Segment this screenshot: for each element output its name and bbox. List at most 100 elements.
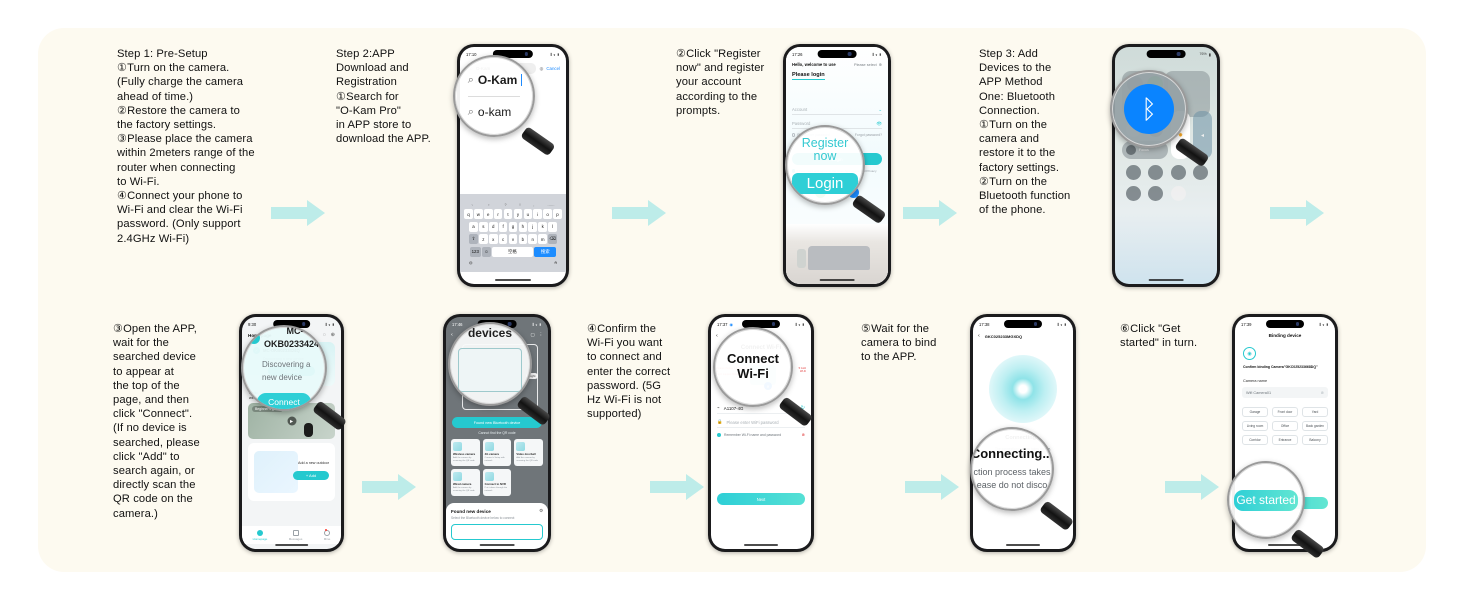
appstore-suggestion-row[interactable]: ⌕ o-kam bbox=[468, 79, 488, 85]
key-j[interactable]: j bbox=[528, 221, 538, 232]
category-card[interactable]: 4G camera Camera's Setup with network bbox=[482, 439, 512, 466]
wifi-icon[interactable] bbox=[1127, 96, 1143, 112]
login-register-link[interactable]: Register now bbox=[824, 143, 850, 148]
add-icon[interactable]: ⊕ bbox=[330, 332, 335, 338]
keyboard-row-4[interactable]: 123 ☺ 空格 搜索 bbox=[462, 246, 564, 257]
wifi-password-placeholder[interactable]: Please enter WiFi password bbox=[726, 419, 779, 425]
remember-checkbox[interactable] bbox=[717, 432, 721, 437]
key-o[interactable]: o bbox=[543, 209, 552, 219]
home-tab-label[interactable]: Homepage bbox=[248, 332, 272, 338]
eye-icon[interactable]: 👁 bbox=[876, 120, 882, 126]
nav-label-homepage[interactable]: Homepage bbox=[252, 536, 268, 541]
cellular-icon[interactable] bbox=[1147, 76, 1163, 92]
key-r[interactable]: r bbox=[493, 209, 503, 219]
add-outdoor-card[interactable]: Add a new outdoor + Add bbox=[248, 443, 335, 501]
play-icon[interactable]: ▶ bbox=[287, 416, 296, 426]
control-center-grid[interactable]: Focus ✸ ◂ bbox=[1115, 47, 1217, 284]
screen-mirror-icon[interactable] bbox=[1126, 186, 1141, 201]
home-icon[interactable] bbox=[257, 529, 264, 536]
help-icon[interactable]: ◌ bbox=[322, 332, 326, 338]
discovery-card[interactable]: ✓ MC-OKB0233424Q Discovering a new devic… bbox=[248, 342, 335, 386]
key-p[interactable]: p bbox=[553, 209, 562, 219]
room-tag[interactable]: Yard bbox=[1302, 407, 1328, 417]
login-account-field[interactable]: Account ⌄ bbox=[792, 105, 882, 115]
globe-icon[interactable]: ◍ bbox=[469, 259, 473, 265]
search-key[interactable]: 搜索 bbox=[534, 246, 557, 257]
hearing-icon[interactable] bbox=[1148, 186, 1163, 201]
remember-checkbox[interactable] bbox=[792, 133, 796, 137]
space-key[interactable]: 空格 bbox=[491, 246, 533, 257]
wifi-next-button[interactable]: Next bbox=[717, 493, 805, 505]
room-tag[interactable]: Balcony bbox=[1302, 435, 1328, 445]
room-tag-grid[interactable]: Garage Front door Yard Living room Offic… bbox=[1242, 407, 1328, 445]
flashlight-icon[interactable] bbox=[1126, 165, 1141, 180]
wifi-ssid-row[interactable]: ⌁ A1107-4G ↻ bbox=[717, 403, 805, 414]
emoji-key[interactable]: ☺ bbox=[482, 246, 491, 257]
screen-mirroring-icon[interactable] bbox=[1148, 122, 1163, 137]
key-g[interactable]: g bbox=[508, 221, 518, 232]
key-k[interactable]: k bbox=[538, 221, 547, 232]
room-tag[interactable]: Office bbox=[1272, 421, 1298, 431]
room-tag[interactable]: Corridor bbox=[1242, 435, 1268, 445]
key-q[interactable]: q bbox=[464, 209, 473, 219]
wechat-login-icon[interactable] bbox=[815, 187, 826, 198]
kb-predict-2[interactable]: 。 bbox=[488, 202, 492, 206]
numbers-key[interactable]: 123 bbox=[469, 246, 481, 257]
login-button[interactable]: Login bbox=[792, 153, 882, 165]
agree-checkbox[interactable] bbox=[792, 169, 796, 173]
key-d[interactable]: d bbox=[488, 221, 498, 232]
category-card[interactable]: Wireless camera Add the camera by scanni… bbox=[451, 439, 480, 466]
mic-icon[interactable]: ⍾ bbox=[554, 259, 557, 265]
room-tag[interactable]: Garage bbox=[1242, 407, 1268, 417]
category-grid[interactable]: Wireless camera Add the camera by scanni… bbox=[451, 439, 543, 496]
kb-predict-1[interactable]: 、 bbox=[471, 202, 476, 206]
camera-icon[interactable] bbox=[1193, 165, 1208, 180]
kb-predict-3[interactable]: ? bbox=[504, 202, 507, 207]
back-icon[interactable]: ‹ bbox=[716, 333, 718, 339]
eye-icon[interactable]: 👁 bbox=[799, 419, 805, 424]
globe-icon[interactable]: ⊕ bbox=[878, 62, 882, 67]
room-tag[interactable]: Entrance bbox=[1272, 435, 1298, 445]
volume-slider[interactable]: ◂ bbox=[1193, 111, 1212, 159]
airplane-icon[interactable] bbox=[1127, 76, 1143, 92]
room-tag[interactable]: Front door bbox=[1272, 407, 1298, 417]
qq-login-icon[interactable] bbox=[848, 187, 859, 198]
appstore-cancel-button[interactable]: Cancel bbox=[546, 66, 560, 71]
key-y[interactable]: y bbox=[513, 209, 523, 219]
key-i[interactable]: i bbox=[533, 209, 543, 219]
key-h[interactable]: h bbox=[518, 221, 528, 232]
key-n[interactable]: n bbox=[528, 234, 538, 245]
room-tag[interactable]: Living room bbox=[1242, 421, 1268, 431]
key-e[interactable]: e bbox=[483, 209, 493, 219]
key-b[interactable]: b bbox=[518, 234, 528, 245]
key-u[interactable]: u bbox=[523, 209, 533, 219]
brightness-slider[interactable]: ✸ bbox=[1171, 111, 1190, 159]
login-forgot-link[interactable]: Forgot password? bbox=[854, 133, 882, 137]
key-l[interactable]: l bbox=[548, 221, 557, 232]
beginner-guide-card[interactable]: Beginner's guide ▶ bbox=[248, 403, 335, 439]
found-device-item[interactable] bbox=[451, 524, 543, 540]
settings-icon[interactable]: ⚙ bbox=[539, 508, 543, 513]
user-icon[interactable] bbox=[324, 529, 331, 536]
nav-label-messages[interactable]: Messages bbox=[288, 536, 303, 541]
key-m[interactable]: m bbox=[538, 234, 547, 245]
key-t[interactable]: t bbox=[503, 209, 513, 219]
back-icon[interactable]: ‹ bbox=[978, 333, 980, 339]
category-card[interactable]: Connect to NVR Put it down through the n… bbox=[482, 468, 512, 496]
category-card[interactable]: Wired camera Add the camera by scanning … bbox=[451, 468, 480, 496]
appstore-search-input[interactable]: O-Kam bbox=[475, 66, 491, 71]
album-icon[interactable]: ▢ bbox=[530, 332, 535, 337]
bluetooth-icon[interactable] bbox=[1147, 96, 1163, 112]
login-region-select[interactable]: Please select bbox=[854, 62, 877, 67]
screen-record-icon[interactable] bbox=[1171, 186, 1186, 201]
kb-predict-5[interactable]: , bbox=[533, 202, 535, 207]
bottom-nav[interactable]: Homepage Messages Mine bbox=[242, 526, 341, 544]
appstore-search-row[interactable]: ⌕ O-Kam ◍ Cancel bbox=[466, 63, 560, 74]
clear-icon[interactable]: ⊗ bbox=[1320, 390, 1324, 395]
light-toggle[interactable]: Light bbox=[526, 373, 538, 379]
camera-name-value[interactable]: Wifi Camera01 bbox=[1246, 390, 1272, 395]
wifi-ssid-value[interactable]: A1107-4G bbox=[723, 405, 744, 411]
